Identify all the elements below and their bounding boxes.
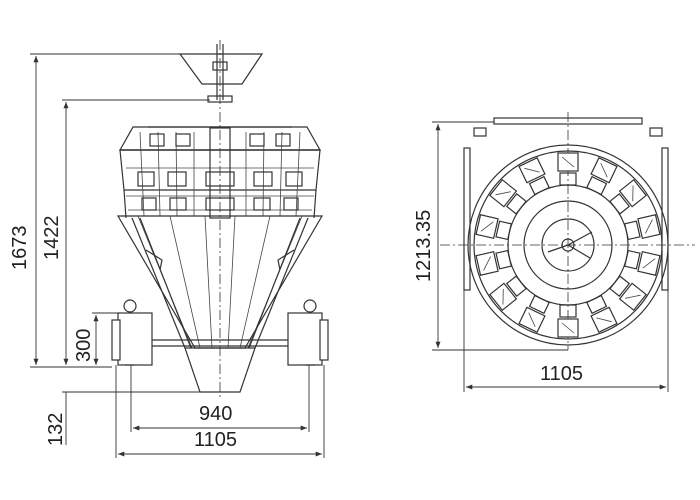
dim-body-height: 1422 <box>41 216 63 261</box>
bucket-module <box>475 214 513 241</box>
bucket-module <box>623 214 661 241</box>
bucket-module <box>557 152 579 186</box>
top-drum <box>467 144 669 346</box>
bucket-module <box>557 304 579 338</box>
collecting-chute <box>116 215 324 393</box>
bucket-module <box>609 275 648 312</box>
bucket-module <box>623 249 661 276</box>
dim-inner-width: 940 <box>199 403 232 425</box>
bucket-module <box>609 178 648 215</box>
feed-funnel <box>178 44 264 103</box>
dim-total-height: 1673 <box>9 226 31 271</box>
front-view: 1673 1422 300 132 940 1105 <box>9 40 329 458</box>
frame-braces <box>131 217 309 349</box>
bucket-drum <box>118 126 322 219</box>
bucket-module <box>586 156 618 196</box>
top-dimensions <box>432 121 669 392</box>
dim-outer-width: 1105 <box>194 429 237 451</box>
bucket-module <box>475 249 513 276</box>
dim-outlet-height: 132 <box>45 413 67 446</box>
bucket-module <box>518 156 550 196</box>
bucket-module <box>518 294 550 334</box>
top-view: 1213.35 1105 <box>413 112 695 392</box>
front-dimensions <box>30 53 325 458</box>
dim-top-width: 1105 <box>540 363 583 385</box>
bucket-module <box>488 275 527 312</box>
dim-leg-height: 300 <box>73 329 95 362</box>
bucket-module <box>586 294 618 334</box>
top-frame <box>463 117 669 291</box>
bucket-module <box>488 178 527 215</box>
base-frame <box>111 299 329 366</box>
dim-top-height: 1213.35 <box>413 210 435 282</box>
top-bucket-ring <box>475 152 661 338</box>
